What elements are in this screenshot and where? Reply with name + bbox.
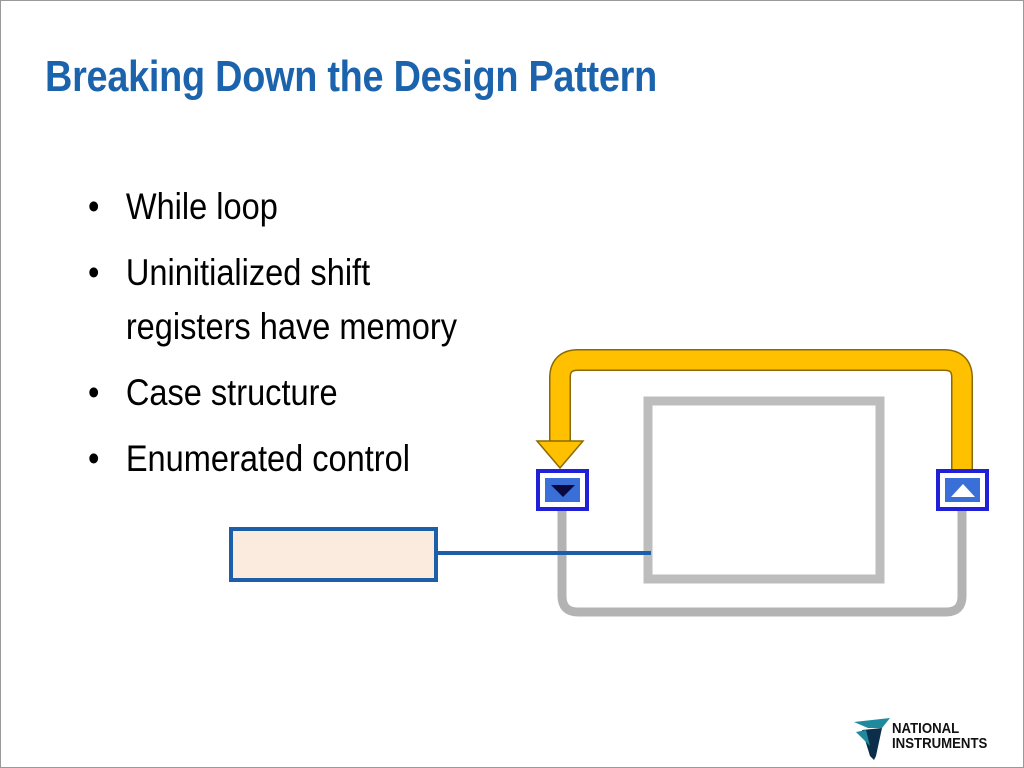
logo-line-national: NATIONAL bbox=[892, 720, 960, 737]
shift-register-feedback-wire-fill bbox=[550, 350, 972, 470]
bullet-text-enumerated-control: Enumerated control bbox=[125, 438, 410, 479]
bullet-dot: • bbox=[88, 186, 100, 227]
bullet-text-shift-registers: Uninitialized shift registers have memor… bbox=[125, 252, 457, 347]
bullet-item: • While loop bbox=[88, 180, 539, 234]
bullet-text-case-structure: Case structure bbox=[125, 372, 338, 413]
bullet-dot: • bbox=[88, 438, 100, 479]
bullet-item: • Uninitialized shift registers have memo… bbox=[88, 246, 539, 354]
case-structure bbox=[643, 396, 885, 584]
bullet-item: • Case structure bbox=[88, 366, 539, 420]
while-loop-border bbox=[557, 504, 967, 617]
enumerated-control bbox=[229, 527, 438, 582]
national-instruments-logo: NATIONAL INSTRUMENTS bbox=[852, 716, 1014, 762]
bullet-item: • Enumerated control bbox=[88, 432, 539, 486]
slide-title: Breaking Down the Design Pattern bbox=[45, 52, 658, 101]
triangle-down-icon bbox=[551, 485, 575, 497]
bullet-text-while-loop: While loop bbox=[125, 186, 278, 227]
bullet-dot: • bbox=[88, 372, 100, 413]
shift-register-right bbox=[936, 469, 989, 511]
triangle-up-icon bbox=[951, 484, 975, 497]
feedback-arrowhead bbox=[535, 440, 585, 470]
logo-line-instruments: INSTRUMENTS bbox=[892, 735, 988, 752]
eagle-icon bbox=[854, 718, 890, 760]
shift-register-left bbox=[536, 469, 589, 511]
bullet-list: • While loop • Uninitialized shift registe… bbox=[88, 180, 539, 498]
bullet-dot: • bbox=[88, 252, 100, 293]
